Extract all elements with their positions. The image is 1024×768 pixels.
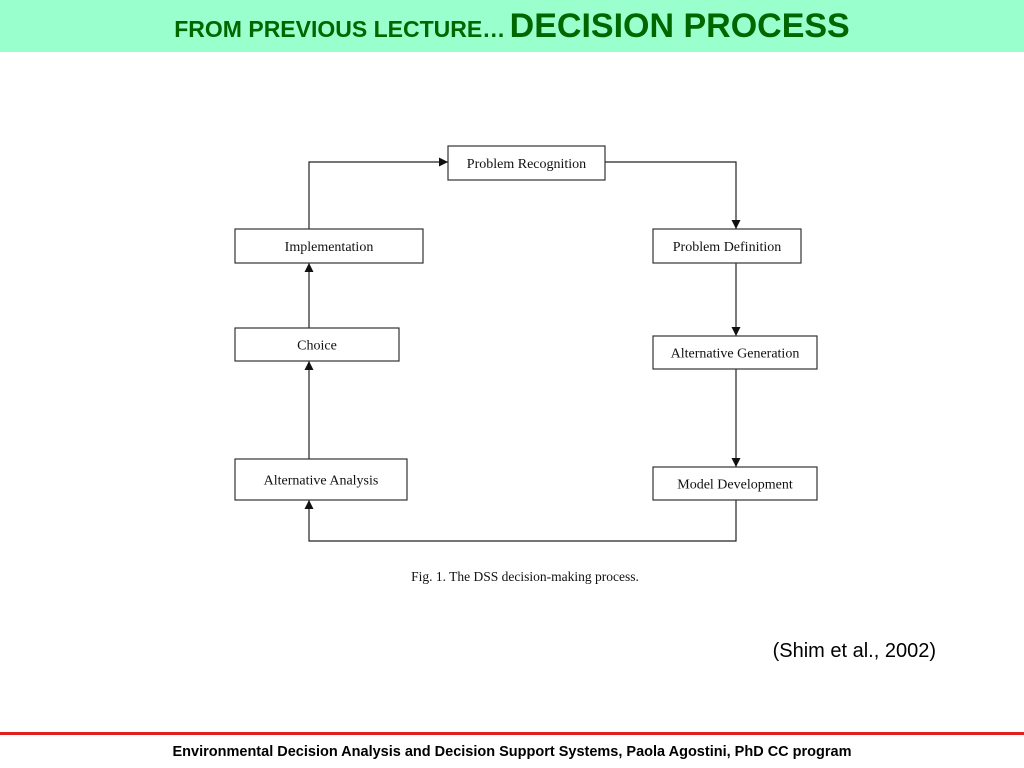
title-main: DECISION PROCESS [509,6,850,45]
node-label: Problem Recognition [467,157,586,172]
node-label: Model Development [677,478,793,493]
node-box [234,458,408,501]
edge-alternative-analysis-to-choice [304,361,314,459]
title-prefix: FROM PREVIOUS LECTURE… [174,15,506,42]
node-box [447,145,606,181]
node-label: Problem Definition [673,240,782,255]
arrowhead-icon [731,458,741,467]
edge-implementation-to-problem-recognition [308,157,448,229]
footer-divider [0,732,1024,735]
footer-text: Environmental Decision Analysis and Deci… [172,744,852,760]
node-choice: Choice [234,327,400,362]
node-box [652,466,818,501]
node-label: Choice [297,339,337,354]
node-problem-definition: Problem Definition [652,228,802,264]
arrowhead-icon [731,327,741,336]
node-model-development: Model Development [652,466,818,501]
node-box [234,327,400,362]
node-box [652,228,802,264]
edge-model-development-to-alternative-analysis [304,500,737,542]
arrowhead-icon [304,263,314,272]
connector-line [605,161,737,229]
arrowhead-icon [439,157,448,167]
node-alternative-analysis: Alternative Analysis [234,458,408,501]
slide-title: FROM PREVIOUS LECTURE… DECISION PROCESS [174,7,850,46]
arrowhead-icon [731,220,741,229]
node-alternative-generation: Alternative Generation [652,335,818,370]
edge-alternative-generation-to-model-development [731,369,741,467]
citation: (Shim et al., 2002) [772,640,936,662]
node-label: Alternative Generation [671,347,800,362]
edge-choice-to-implementation [304,263,314,328]
node-box [652,335,818,370]
diagram-edges [304,157,741,542]
edge-problem-recognition-to-problem-definition [605,161,741,229]
arrowhead-icon [304,361,314,370]
figure-caption: Fig. 1. The DSS decision-making process. [411,569,639,584]
node-problem-recognition: Problem Recognition [447,145,606,181]
connector-line [308,500,737,542]
node-implementation: Implementation [234,228,424,264]
connector-line [308,161,448,229]
edge-problem-definition-to-alternative-generation [731,263,741,336]
node-box [234,228,424,264]
node-label: Alternative Analysis [264,474,379,489]
title-bar: FROM PREVIOUS LECTURE… DECISION PROCESS [0,0,1024,52]
arrowhead-icon [304,500,314,509]
node-label: Implementation [285,240,374,255]
